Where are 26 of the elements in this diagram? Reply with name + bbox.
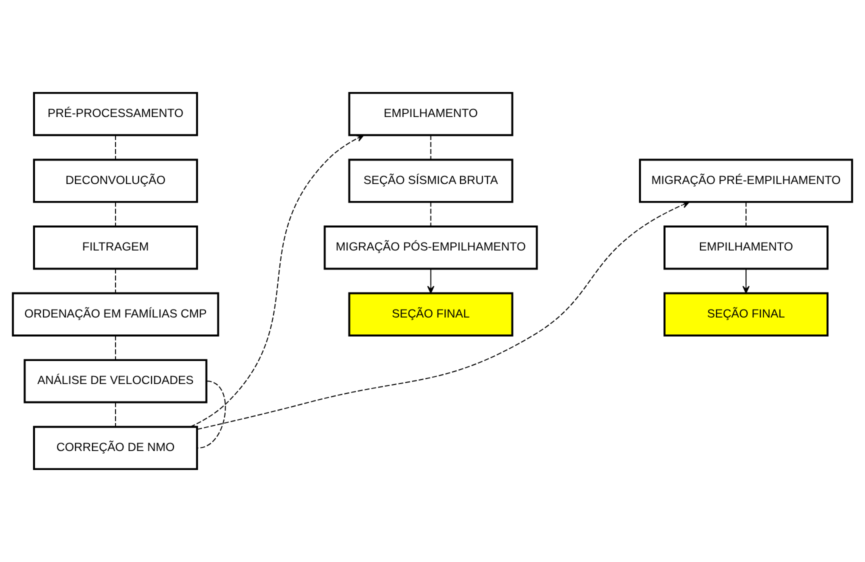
arrow bbox=[190, 134, 364, 428]
node-box: FILTRAGEM bbox=[33, 226, 198, 270]
connector bbox=[746, 201, 747, 227]
node-box: DECONVOLUÇÃO bbox=[33, 158, 198, 203]
connector bbox=[430, 201, 432, 227]
node-box: SEÇÃO FINAL bbox=[664, 292, 829, 336]
node-box: CORREÇÃO DE NMO bbox=[33, 426, 198, 470]
connector bbox=[430, 134, 432, 160]
connector bbox=[115, 335, 116, 360]
arrow bbox=[742, 268, 750, 294]
connector bbox=[198, 380, 226, 448]
arrow bbox=[427, 268, 434, 294]
arrow bbox=[196, 201, 690, 430]
connector bbox=[115, 268, 116, 294]
node-box: MIGRAÇÃO PÓS-EMPILHAMENTO bbox=[324, 226, 538, 270]
node-box: ANÁLISE DE VELOCIDADES bbox=[24, 359, 208, 404]
node-box: SEÇÃO SÍSMICA BRUTA bbox=[348, 158, 514, 203]
node-box: EMPILHAMENTO bbox=[664, 226, 829, 270]
node-box: SEÇÃO FINAL bbox=[348, 292, 514, 336]
connector bbox=[115, 134, 116, 160]
node-box: MIGRAÇÃO PRÉ-EMPILHAMENTO bbox=[638, 158, 854, 203]
connector bbox=[115, 201, 116, 227]
node-box: ORDENAÇÃO EM FAMÍLIAS CMP bbox=[12, 292, 220, 336]
node-box: EMPILHAMENTO bbox=[348, 92, 514, 136]
node-box: PRÉ-PROCESSAMENTO bbox=[33, 92, 198, 136]
connector bbox=[115, 402, 116, 428]
